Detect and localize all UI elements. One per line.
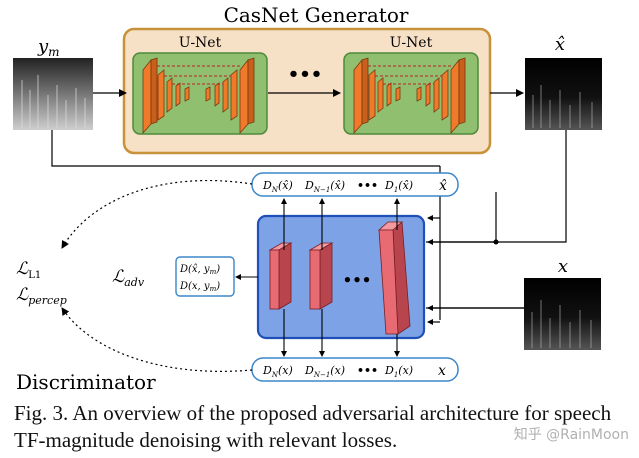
unet-left: U-Net [132, 35, 268, 135]
top-to-l1-arrow [61, 180, 253, 249]
svg-text:DN−1(x): DN−1(x) [304, 364, 345, 379]
disc-output-box [175, 256, 235, 297]
disc-block-2 [308, 242, 334, 310]
unet-right: U-Net [343, 35, 479, 135]
svg-text:D1(x): D1(x) [384, 364, 413, 379]
feature-arrows [281, 198, 400, 357]
bottom-features-pill [251, 357, 459, 382]
top-features-text: DN(x̂) DN−1(x̂) ••• D1(x̂) x̂ [262, 178, 447, 194]
unet-right-blocks [353, 57, 466, 135]
clean-spectrogram [524, 278, 601, 350]
skip-connections-right [368, 65, 451, 85]
clean-x-label: x [558, 256, 568, 277]
svg-text:DN(x): DN(x) [262, 364, 293, 379]
disc-output-text: D(x̂, ym) D(x, ym) [179, 264, 220, 293]
unet-left-label: U-Net [179, 35, 222, 51]
watermark: 知乎 @RainMoon [513, 427, 629, 443]
disc-ellipsis: ••• [343, 271, 372, 289]
l1-loss-label: ℒL1 [16, 259, 41, 281]
bottom-to-percep-arrow [61, 307, 253, 372]
svg-text:x: x [438, 363, 446, 379]
skip-connections-left [157, 65, 240, 85]
output-xhat-label: x̂ [555, 34, 565, 55]
noisy-spectrogram [13, 58, 93, 130]
figure-caption: Fig. 3. An overview of the proposed adve… [14, 401, 612, 452]
generator-title: CasNet Generator [224, 3, 409, 27]
unet-right-label: U-Net [390, 35, 433, 51]
svg-text:x̂: x̂ [439, 178, 447, 194]
denoised-spectrogram [525, 58, 602, 130]
discriminator-title: Discriminator [16, 370, 156, 394]
svg-text:D(x, ym): D(x, ym) [179, 281, 220, 293]
disc-block-n [377, 221, 411, 335]
svg-text:D(x̂, ym): D(x̂, ym) [179, 264, 220, 276]
svg-text:D1(x̂): D1(x̂) [384, 179, 413, 194]
disc-block-1 [268, 242, 293, 310]
svg-text:DN−1(x̂): DN−1(x̂) [304, 179, 345, 194]
svg-text:•••: ••• [357, 364, 378, 377]
svg-text:DN(x̂): DN(x̂) [262, 179, 293, 194]
top-features-pill [251, 172, 459, 197]
adv-loss-label: ℒadv [112, 267, 145, 289]
input-ym-label: ym [37, 36, 60, 59]
bottom-features-text: DN(x) DN−1(x) ••• D1(x) x [262, 363, 446, 379]
unet-left-blocks [142, 57, 255, 135]
percep-loss-label: ℒpercep [16, 285, 67, 307]
svg-text:•••: ••• [357, 179, 378, 192]
generator-ellipsis: ••• [288, 64, 323, 85]
